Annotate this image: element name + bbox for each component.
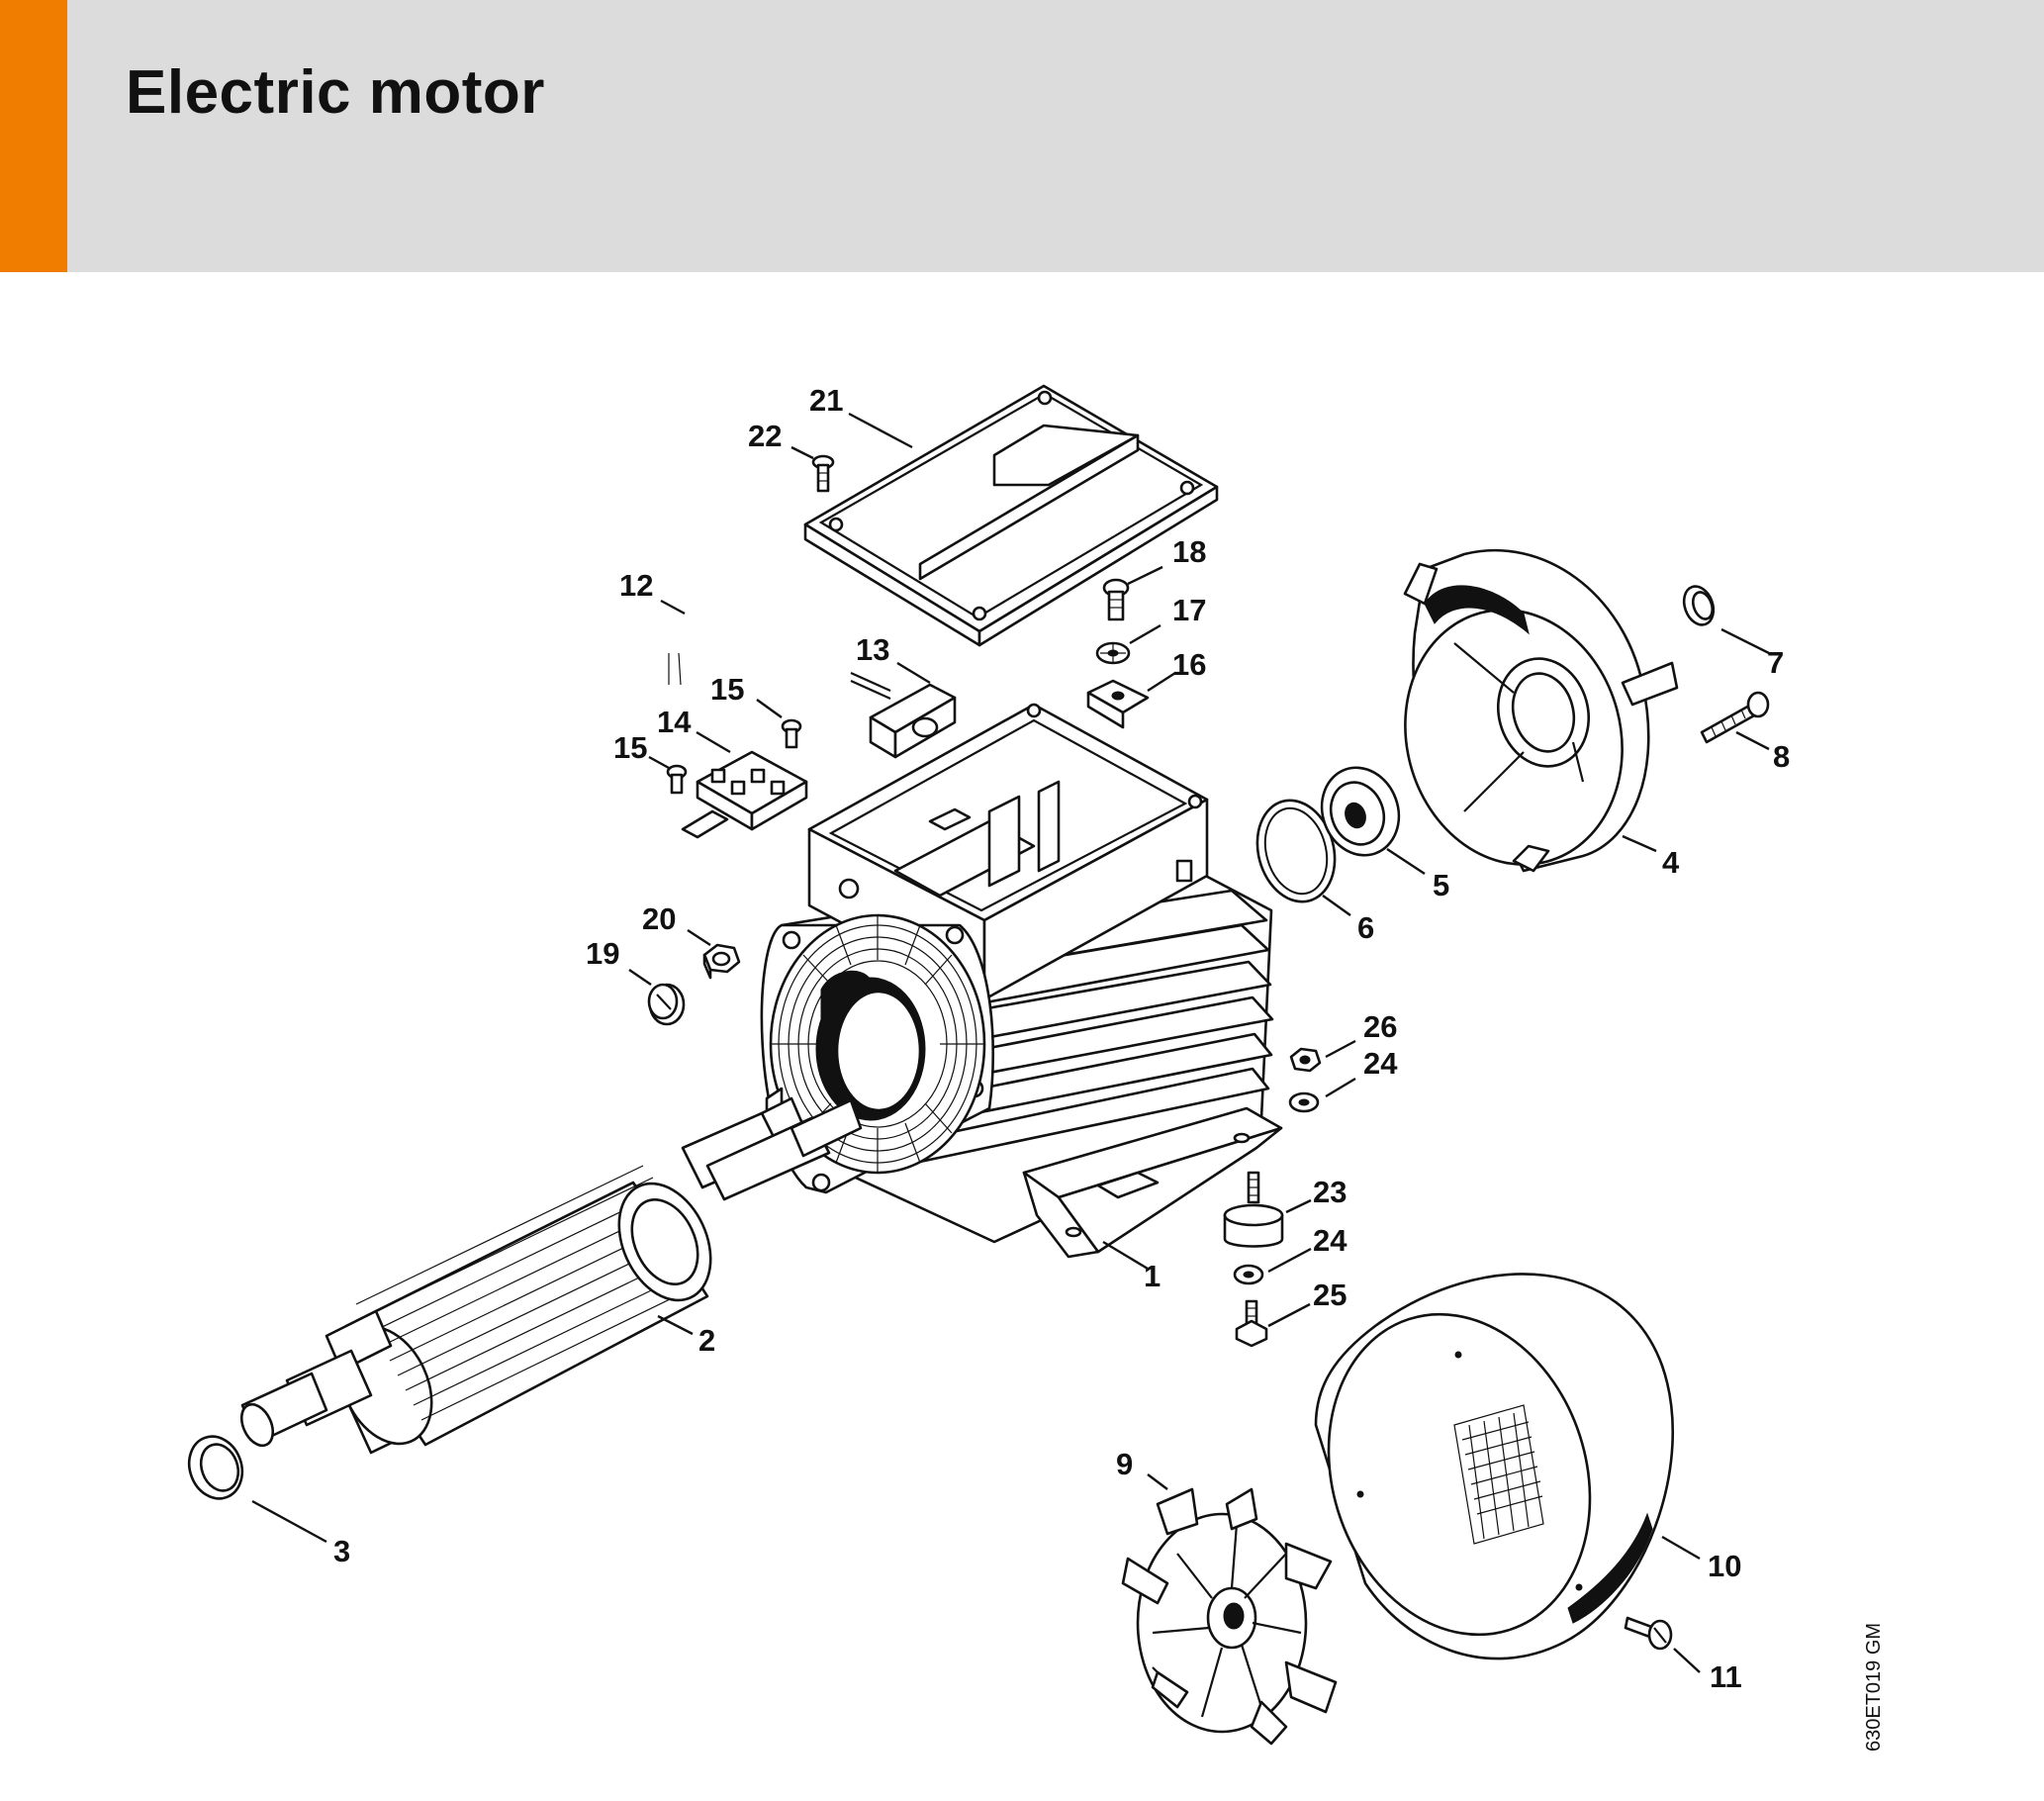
- callout-13: 13: [856, 632, 889, 667]
- callout-11: 11: [1710, 1659, 1742, 1694]
- callout-21: 21: [809, 383, 843, 418]
- header-bar: [0, 0, 2044, 272]
- callout-4: 4: [1662, 845, 1680, 880]
- callout-20: 20: [642, 901, 676, 936]
- part-rotor: [239, 1096, 863, 1455]
- part-terminal-screw-lower: [666, 764, 688, 795]
- callout-15-upper: 15: [710, 672, 744, 707]
- part-foot-nut: [1289, 1047, 1322, 1073]
- callout-26: 26: [1363, 1009, 1397, 1044]
- part-fan-cover: [1314, 1273, 1675, 1660]
- orange-accent-bar: [0, 0, 67, 272]
- part-washer-upper: [1288, 1091, 1320, 1113]
- callout-labels: 21 22 18 17 16 12 13 15 14 15 7 8 4 5 6 …: [333, 383, 1790, 1694]
- part-lock-washer: [1095, 641, 1131, 665]
- callout-6: 6: [1357, 910, 1374, 945]
- callout-12: 12: [619, 568, 653, 603]
- part-cover-fixing-screw: [1624, 1616, 1673, 1651]
- callout-5: 5: [1433, 868, 1449, 902]
- part-motor-housing: [760, 703, 1283, 1259]
- part-clamp-screw: [1102, 578, 1130, 621]
- callout-9: 9: [1116, 1447, 1133, 1481]
- callout-23: 23: [1313, 1175, 1347, 1209]
- diagram-code: 630ET019 GM: [1863, 1623, 1885, 1752]
- callout-14: 14: [657, 705, 692, 739]
- callout-1: 1: [1144, 1259, 1161, 1293]
- part-cable: [668, 604, 891, 701]
- callout-18: 18: [1172, 534, 1206, 569]
- part-ball-bearing: [1320, 766, 1401, 857]
- part-terminal-screw-upper: [781, 718, 802, 749]
- callout-10: 10: [1708, 1549, 1741, 1583]
- part-mount-bolt: [1235, 1299, 1268, 1348]
- part-plug: [647, 983, 686, 1026]
- part-fan: [1121, 1487, 1338, 1746]
- callout-22: 22: [748, 419, 782, 453]
- part-cable-clamp: [1086, 679, 1150, 729]
- part-terminal-cover: [803, 384, 1219, 647]
- part-circlip: [1255, 799, 1337, 903]
- leader-lines: [251, 412, 1770, 1673]
- part-rubber-mount: [1223, 1171, 1284, 1248]
- part-hex-nut: [702, 943, 741, 980]
- callout-17: 17: [1172, 593, 1206, 627]
- part-long-bolt: [1700, 691, 1770, 744]
- part-washer-lower: [1233, 1264, 1264, 1285]
- part-grommet: [869, 683, 957, 759]
- callout-25: 25: [1313, 1278, 1347, 1312]
- callout-24-lower: 24: [1313, 1223, 1347, 1258]
- part-terminal-block: [681, 750, 808, 839]
- callout-15-lower: 15: [613, 730, 647, 765]
- part-cover-screw: [811, 454, 835, 493]
- callout-7: 7: [1767, 645, 1784, 680]
- part-seal-ring: [1682, 585, 1716, 626]
- callout-24-upper: 24: [1363, 1046, 1398, 1081]
- callout-2: 2: [698, 1323, 715, 1358]
- part-shaft-ring: [187, 1435, 244, 1500]
- part-end-shield: [1403, 548, 1679, 873]
- callout-16: 16: [1172, 647, 1206, 682]
- callout-19: 19: [586, 936, 619, 971]
- callout-3: 3: [333, 1534, 350, 1568]
- callout-8: 8: [1773, 739, 1790, 774]
- page-title: Electric motor: [126, 58, 545, 127]
